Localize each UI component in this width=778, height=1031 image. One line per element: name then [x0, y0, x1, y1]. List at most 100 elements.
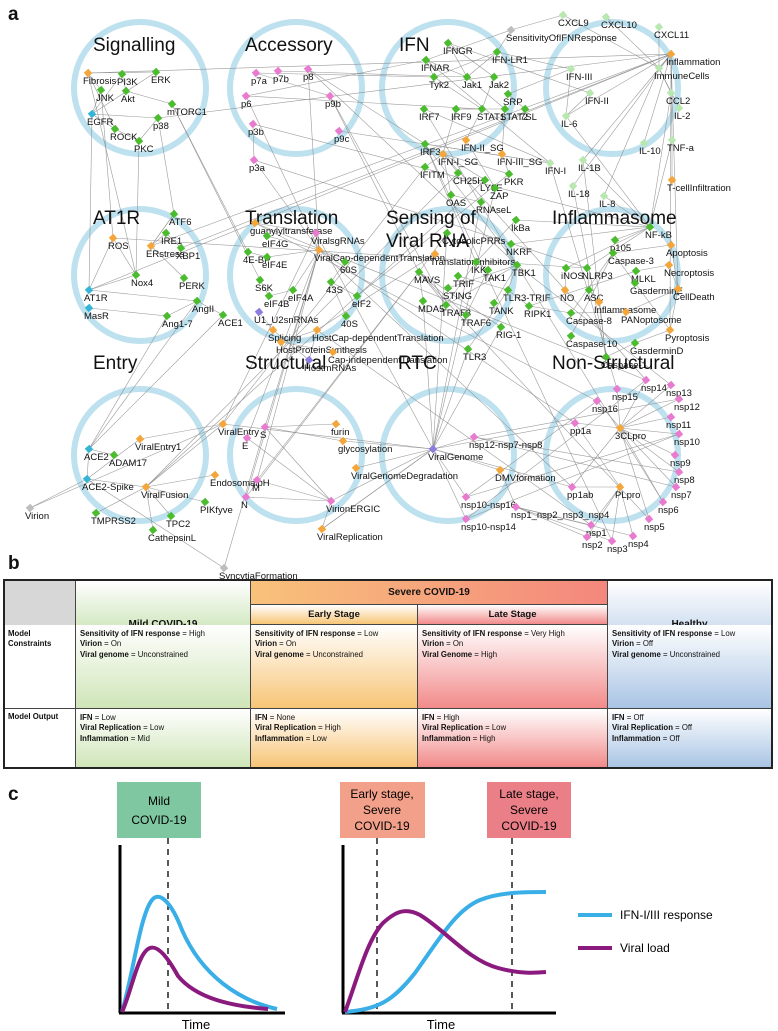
network-edge	[625, 288, 679, 313]
network-node: IkBa	[511, 215, 531, 234]
network-node: Fibrosis	[83, 68, 117, 87]
network-edge	[87, 72, 116, 130]
network-edge	[501, 153, 510, 175]
node-marker	[492, 47, 502, 57]
network-edge	[114, 128, 140, 142]
network-node: Splicing	[268, 325, 301, 344]
node-marker	[476, 197, 486, 207]
network-node: Jak2	[489, 72, 509, 91]
node-label: CellDeath	[673, 292, 715, 303]
network-edge	[465, 433, 680, 498]
network-edge	[432, 448, 467, 498]
network-node: T-cellInfiltration	[667, 175, 731, 194]
node-marker	[665, 325, 675, 335]
network-edge	[616, 388, 621, 429]
node-label: nsp5	[644, 522, 665, 533]
network-edge	[145, 486, 206, 503]
group-label: Structural	[245, 353, 326, 374]
network-edge	[507, 264, 518, 291]
node-marker	[166, 511, 176, 521]
node-label: CathepsinL	[148, 533, 196, 544]
network-edge	[264, 423, 337, 428]
network-edge	[88, 448, 115, 456]
node-label: IFN-I_SG	[438, 157, 478, 168]
network-edge	[330, 281, 358, 297]
node-label: ViralGenome	[428, 452, 483, 463]
node-marker	[82, 474, 92, 484]
node-label: ASC	[584, 293, 604, 304]
network-edge	[572, 185, 607, 358]
node-label: ACE2-Spike	[82, 482, 134, 493]
network-node: TLR3	[463, 344, 486, 363]
network-edge	[516, 264, 672, 386]
node-marker	[628, 531, 638, 541]
network-node: IFN-III	[566, 64, 592, 83]
network-node: nsp14	[641, 375, 667, 394]
node-label: Pyroptosis	[665, 333, 710, 344]
network-edge	[432, 448, 501, 471]
network-edge	[135, 140, 140, 276]
node-label: IRF9	[451, 112, 472, 123]
model-conditions-table: Mild COVID-19 Severe COVID-19 Early Stag…	[3, 579, 773, 769]
node-marker	[453, 168, 463, 178]
mild-box	[117, 782, 201, 838]
node-marker	[254, 307, 264, 317]
network-node: RIG-1	[496, 322, 521, 341]
node-marker	[558, 10, 568, 20]
network-node: p3a	[249, 155, 266, 174]
node-label: ViralReplication	[317, 532, 383, 543]
node-marker	[567, 482, 577, 492]
network-edge	[432, 232, 448, 450]
network-node: p3b	[248, 119, 264, 138]
network-edge	[256, 271, 420, 481]
network-edge	[88, 113, 93, 291]
network-node: MAVS	[414, 267, 440, 286]
node-label: RNAseL	[476, 205, 511, 216]
node-marker	[566, 331, 576, 341]
node-label: NF-kB	[645, 230, 672, 241]
network-node: TRAF3	[441, 300, 471, 319]
node-marker	[545, 158, 555, 168]
network-node: IL-1B	[578, 155, 601, 174]
group-circle	[71, 19, 209, 157]
node-marker	[162, 311, 172, 321]
node-marker	[304, 355, 314, 365]
network-edge	[222, 166, 426, 425]
node-marker	[666, 380, 676, 390]
constraint-healthy-line: Virion = Off	[612, 639, 654, 649]
node-marker	[252, 475, 262, 485]
constraint-healthy-line: Viral genome = Unconstrained	[612, 649, 720, 659]
network-node: PERK	[179, 273, 206, 292]
node-marker	[167, 99, 177, 109]
node-label: p7a	[251, 76, 268, 87]
node-label: NLRP3	[582, 271, 613, 282]
node-marker	[161, 228, 171, 238]
node-marker	[351, 463, 361, 473]
node-label: IFN-LR1	[492, 55, 528, 66]
network-edge	[112, 237, 588, 269]
node-marker	[506, 25, 516, 35]
network-edge	[330, 448, 434, 502]
constraint-early-line: Sensitivity of IFN response = Low	[255, 629, 379, 638]
network-edge	[245, 249, 320, 498]
network-node: ViralEntry	[218, 419, 259, 438]
node-label: PLpro	[615, 490, 640, 501]
node-label: nsp14	[641, 383, 667, 394]
network-edge	[465, 108, 483, 141]
node-label: nsp1	[586, 528, 607, 539]
network-edge	[196, 300, 224, 316]
node-marker	[601, 352, 611, 362]
disease-timeline: Mild COVID-19 Early stage, Severe COVID-…	[117, 782, 713, 1031]
node-label: PIKfyve	[200, 505, 233, 516]
node-label: eIF4B	[264, 299, 289, 310]
node-label: IFNAR	[421, 63, 450, 74]
network-node: IFN-I	[545, 158, 566, 177]
node-label: ViralFusion	[141, 490, 188, 501]
node-marker	[288, 285, 298, 295]
node-marker	[87, 109, 97, 119]
network-node: 3CLpro	[615, 423, 646, 442]
node-marker	[560, 285, 570, 295]
network-node: Ang1-7	[162, 311, 193, 330]
